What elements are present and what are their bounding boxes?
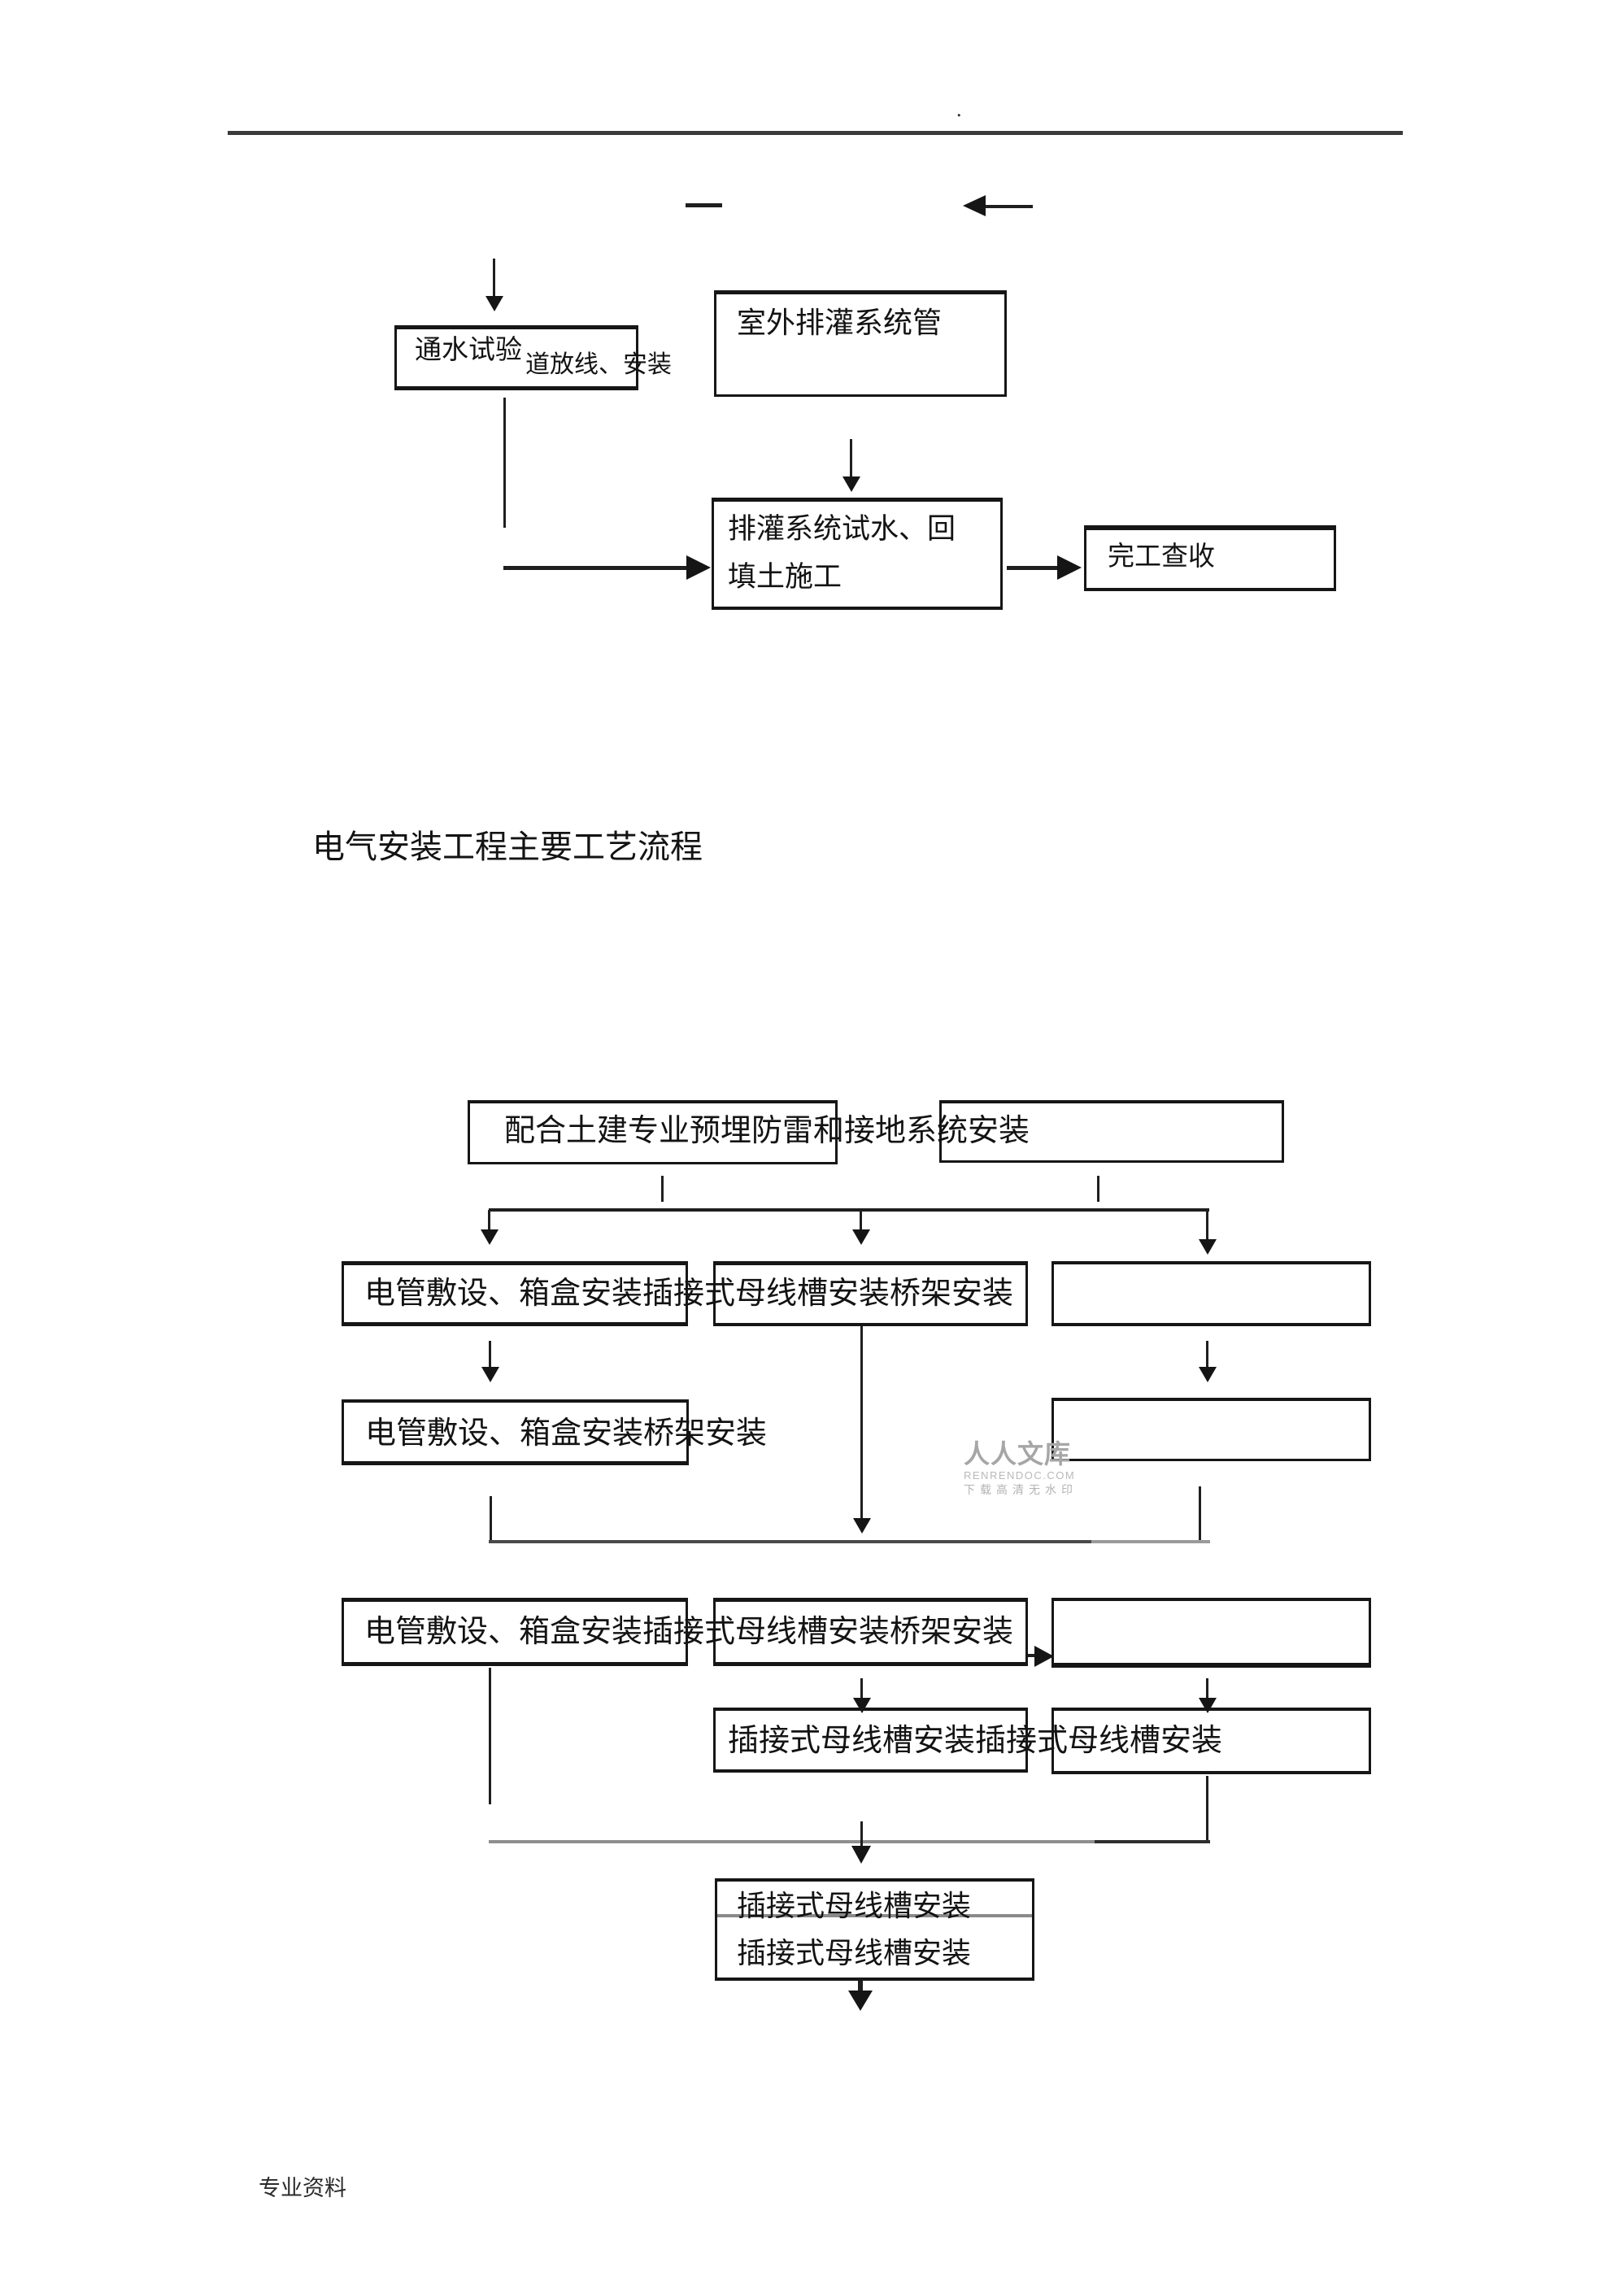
row2-left-box [342,1261,688,1326]
pipe-layout-label: 道放线、安装 [525,351,672,378]
merge-line-1-gray [1091,1540,1210,1543]
final-busbar-box [715,1878,1034,1981]
row2-middle-box [713,1261,1028,1326]
final-box-divider [717,1914,1032,1917]
row2-label: 电管敷设、箱盒安装插接式母线槽安装桥架安装 [364,1277,1014,1311]
water-test-box [394,325,638,390]
right-arrow-icon-2 [1057,555,1082,580]
right-arrow-icon-1 [686,555,711,580]
completion-acceptance-box [1084,525,1336,591]
row2-left-arrow-shaft [489,1341,491,1368]
row1-label: 配合土建专业预埋防雷和接地系统安装 [504,1114,1030,1148]
outdoor-drainage-pipe-box [714,290,1007,397]
down-arrow-icon-1 [485,296,503,311]
drainage-test-line1: 排灌系统试水、回 [728,513,956,545]
row1-left-box [468,1100,838,1164]
right-long-connector [1206,1776,1208,1843]
row5-middle-box [713,1708,1028,1773]
top-left-arrow-shaft [986,205,1033,208]
watermark: 人人文库 RENRENDOC.COM 下载高清无水印 [964,1441,1143,1495]
drainage-test-line2: 填土施工 [728,561,842,593]
row4-right-box [1051,1598,1371,1668]
row4-middle-box [713,1598,1028,1666]
row4-middle-arrow-shaft [860,1678,863,1699]
branch-arrow-left-icon [481,1229,499,1245]
top-dot: . [956,98,962,121]
merge-line-2-gray [489,1840,1095,1843]
page-footer: 专业资料 [259,2176,346,2200]
row4-right-arrow-icon [1034,1646,1054,1667]
top-horizontal-rule [228,131,1403,135]
final-label-1: 插接式母线槽安装 [737,1890,972,1922]
row3-label: 电管敷设、箱盒安装桥架安装 [365,1416,768,1451]
row3-right-box [1051,1398,1371,1461]
row4-rightcol-arrow-shaft [1206,1678,1208,1699]
left-arrow-icon [963,195,986,216]
row3-connector-left [490,1496,492,1542]
final-arrow-icon [848,1991,873,2011]
row3-left-box [342,1399,689,1465]
down-arrow-icon-2 [842,476,860,492]
watermark-title: 人人文库 [964,1439,1072,1468]
row1-tick-right [1097,1176,1099,1202]
row5-label: 插接式母线槽安装插接式母线槽安装 [728,1724,1223,1758]
branch-arrow-right-shaft [1206,1210,1208,1241]
branch-arrow-right-icon [1199,1239,1217,1255]
backfill-arrow-shaft [503,566,687,570]
center-connector-shaft [860,1326,863,1520]
top-dash [686,203,722,207]
branch-arrow-middle-icon [852,1229,870,1245]
arrow1-shaft [493,259,495,298]
completion-arrow-shaft [1007,566,1057,570]
drainage-test-backfill-box [712,498,1003,610]
row4-label: 电管敷设、箱盒安装插接式母线槽安装桥架安装 [364,1615,1014,1649]
row3-connector-right [1199,1486,1201,1542]
branch-arrow-left-shaft [488,1210,490,1231]
row2-right-box [1051,1261,1371,1326]
watermark-domain: RENRENDOC.COM [964,1469,1076,1482]
row1-right-box [939,1100,1284,1163]
merge-arrow-shaft [860,1821,863,1847]
completion-acceptance-label: 完工查收 [1108,542,1215,572]
water-test-connector [503,398,506,528]
row2-right-arrow-shaft [1206,1341,1208,1368]
merge-arrow-icon [851,1846,871,1864]
row4-left-box [342,1598,688,1666]
final-label-2: 插接式母线槽安装 [737,1937,972,1969]
row2-left-arrow-icon [481,1367,499,1382]
arrow2-shaft [850,439,852,478]
row4-right-arrow-shaft [1028,1654,1038,1657]
row5-right-box [1051,1708,1371,1774]
row2-right-arrow-icon [1199,1367,1217,1382]
merge-line-1-dark [489,1540,1091,1543]
row1-tick-left [661,1176,664,1202]
final-arrow-shaft [858,1981,863,1992]
outdoor-drainage-pipe-label: 室外排灌系统管 [737,307,943,339]
branch-arrow-middle-shaft [860,1210,862,1231]
merge-line-2-dark [1095,1840,1210,1843]
watermark-tagline: 下载高清无水印 [964,1483,1078,1496]
water-test-label: 通水试验 [415,336,522,365]
section-heading: 电气安装工程主要工艺流程 [312,829,703,865]
center-connector-arrow-icon [853,1518,871,1534]
branch-line [489,1208,1209,1212]
left-long-connector [489,1668,491,1804]
